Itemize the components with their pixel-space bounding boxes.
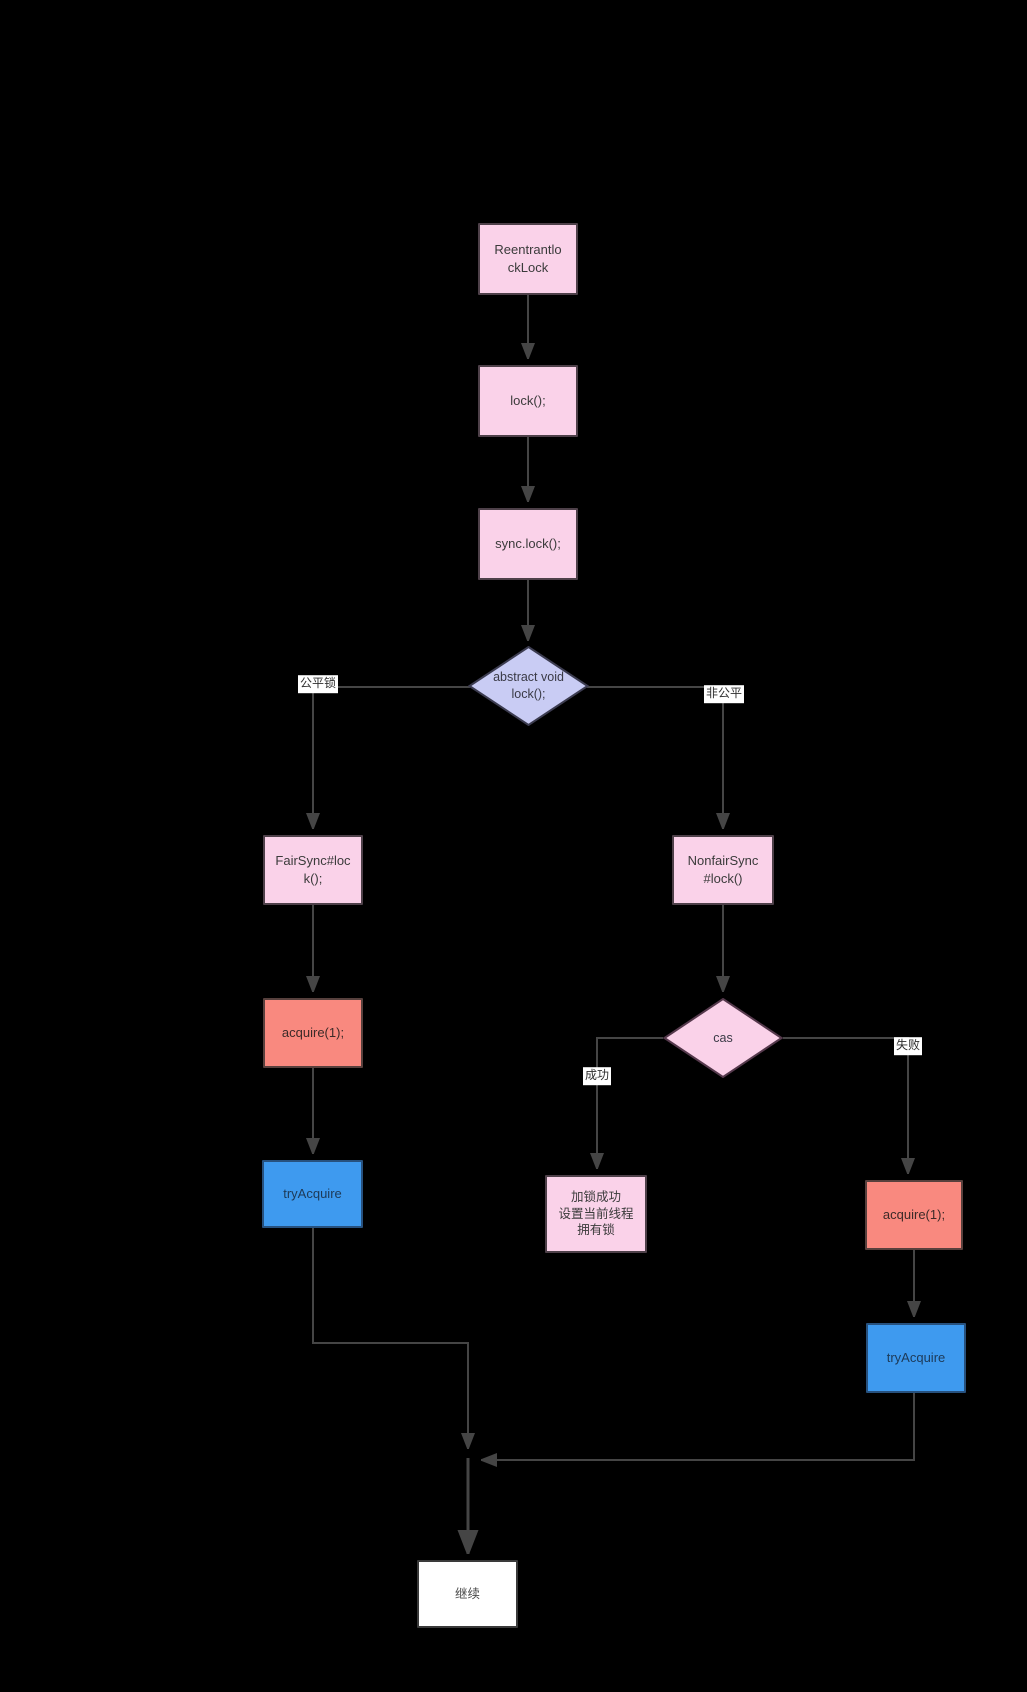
node-tryacquire-nonfair: tryAcquire <box>866 1323 966 1393</box>
node-nonfairsync-lock: NonfairSync #lock() <box>672 835 774 905</box>
node-lock: lock(); <box>478 365 578 437</box>
node-acquire-nonfair-label: acquire(1); <box>882 1207 946 1223</box>
node-lock-label: lock(); <box>510 393 546 409</box>
node-fairsync-lock-label: FairSync#loc k(); <box>275 853 351 886</box>
node-tryacquire-fair: tryAcquire <box>262 1160 363 1228</box>
node-tryacquire-nonfair-label: tryAcquire <box>886 1350 946 1366</box>
decision-cas: cas <box>663 998 783 1078</box>
node-continue: 继续 <box>417 1560 518 1628</box>
diamond-shape <box>663 998 783 1078</box>
node-sync-lock-label: sync.lock(); <box>495 536 561 552</box>
node-acquire-fair: acquire(1); <box>263 998 363 1068</box>
node-acquire-nonfair: acquire(1); <box>865 1180 963 1250</box>
node-nonfairsync-lock-label: NonfairSync #lock() <box>687 853 759 886</box>
node-lock-success-label: 加锁成功 设置当前线程 拥有锁 <box>558 1189 634 1238</box>
node-acquire-fair-label: acquire(1); <box>281 1025 345 1041</box>
edge-label-fair-branch: 公平锁 <box>297 675 339 693</box>
node-tryacquire-fair-label: tryAcquire <box>283 1186 342 1202</box>
node-fairsync-lock: FairSync#loc k(); <box>263 835 363 905</box>
node-continue-label: 继续 <box>454 1586 480 1601</box>
node-lock-success: 加锁成功 设置当前线程 拥有锁 <box>545 1175 647 1253</box>
node-sync-lock: sync.lock(); <box>478 508 578 580</box>
decision-abstract-void-lock-label: abstract void lock(); <box>493 670 564 701</box>
node-reentrantlocklock-label: Reentrantlo ckLock <box>494 242 562 275</box>
diamond-shape <box>468 646 589 726</box>
edge-label-cas-success: 成功 <box>582 1067 612 1085</box>
decision-abstract-void-lock: abstract void lock(); <box>468 646 589 726</box>
edge-label-nonfair-branch: 非公平 <box>703 685 745 703</box>
decision-cas-label: cas <box>713 1030 733 1045</box>
node-reentrantlocklock: Reentrantlo ckLock <box>478 223 578 295</box>
edge-label-cas-fail: 失败 <box>893 1037 923 1055</box>
